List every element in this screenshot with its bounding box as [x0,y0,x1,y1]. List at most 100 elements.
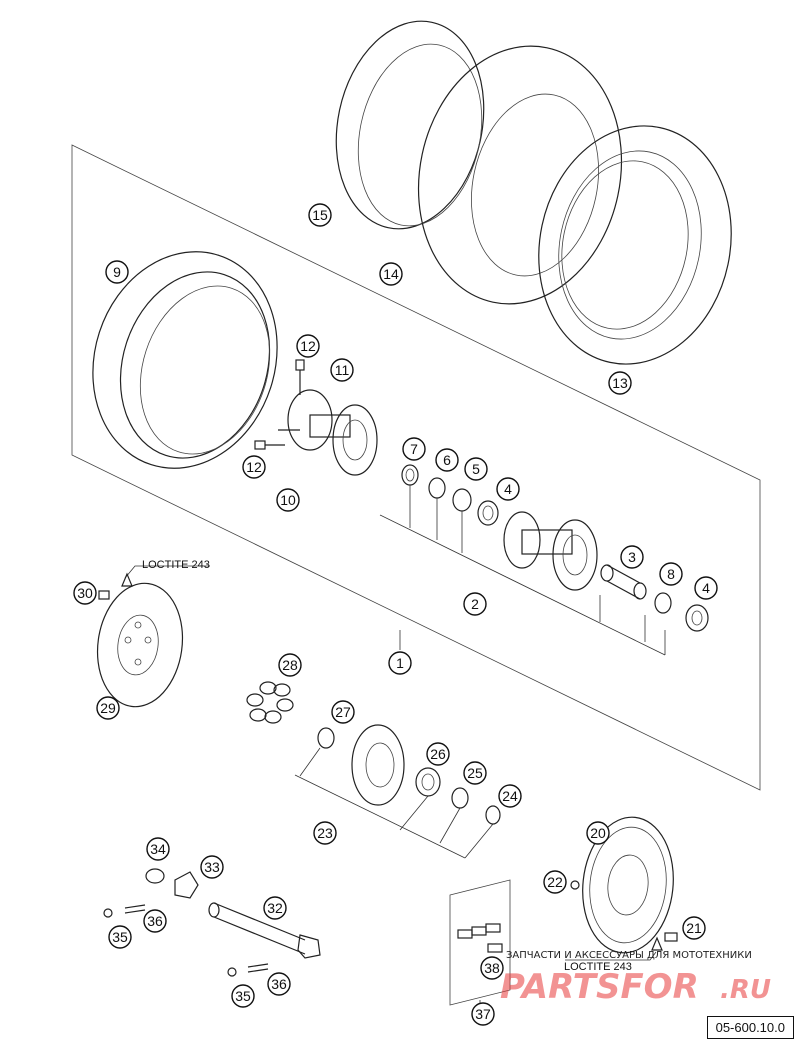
callout-circle [330,358,354,382]
callout-circle [263,896,287,920]
callout-circle [543,870,567,894]
circlip-5 [452,488,472,512]
callout-label: 36 [147,913,163,929]
watermark-domain: .RU [720,975,771,1005]
chain-frame [449,879,511,1006]
bearing-26 [415,767,441,797]
sprocket-20 [582,816,674,954]
leader-25 [439,807,461,844]
callout-circle [143,909,167,933]
callout-6: 6 [435,448,459,472]
callout-22: 22 [543,870,567,894]
callout-circle [313,821,337,845]
callout-33: 33 [200,855,224,879]
callout-15: 15 [308,203,332,227]
callout-label: 6 [443,452,451,468]
watermark-tagline: ЗАПЧАСТИ И АКСЕССУАРЫ ДЛЯ МОТОТЕХНИКИ [506,950,752,961]
callout-label: 3 [628,549,636,565]
callout-label: 29 [100,700,116,716]
callout-label: 38 [484,960,500,976]
callout-12a: 12 [296,334,320,358]
callout-circle [682,916,706,940]
callout-29: 29 [96,696,120,720]
callout-27: 27 [331,700,355,724]
callout-circle [659,562,683,586]
callout-circle [105,260,129,284]
callout-label: 27 [335,704,351,720]
leader-27 [299,747,321,777]
callout-circle [267,972,291,996]
callout-circle [480,956,504,980]
callout-label: 12 [246,459,262,475]
bolt-21 [664,932,678,942]
callout-label: 35 [235,988,251,1004]
callout-circle [278,653,302,677]
callout-8: 8 [659,562,683,586]
callout-label: 24 [502,788,518,804]
callout-32: 32 [263,896,287,920]
callout-label: 28 [282,657,298,673]
callout-38: 38 [480,956,504,980]
leader-hub-group [379,514,666,656]
callout-circle [426,742,450,766]
nut-34 [145,868,165,884]
callout-circle [435,448,459,472]
callout-circle [694,576,718,600]
spacer-6 [428,477,446,499]
callout-3: 3 [620,545,644,569]
leader-26 [399,795,429,831]
callout-circle [498,784,522,808]
screw-36b [247,963,269,973]
nut-35b [227,967,237,977]
callout-circle [296,334,320,358]
spacer-24 [485,805,501,825]
callout-13: 13 [608,371,632,395]
callout-circle [308,203,332,227]
callout-layer: 1234456789101112121314152021222324252627… [73,203,718,1026]
callout-label: 26 [430,746,446,762]
nut-35a [103,908,113,918]
callout-circle [463,592,487,616]
callout-circle [379,262,403,286]
callout-2: 2 [463,592,487,616]
bearing-4a [477,500,499,526]
leader-carrier-group [294,774,466,859]
callout-7: 7 [402,437,426,461]
callout-circle [586,821,610,845]
callout-label: 10 [280,492,296,508]
callout-label: 12 [300,338,316,354]
callout-4b: 4 [694,576,718,600]
callout-35b: 35 [231,984,255,1008]
callout-circle [463,761,487,785]
callout-11: 11 [330,358,354,382]
callout-28: 28 [278,653,302,677]
callout-label: 4 [504,481,512,497]
callout-4a: 4 [496,477,520,501]
callout-circle [108,925,132,949]
adjuster-33 [174,871,199,899]
document-number: 05-600.10.0 [706,1016,794,1039]
callout-label: 33 [204,859,220,875]
callout-9: 9 [105,260,129,284]
assembly-frame [71,144,761,791]
callout-35a: 35 [108,925,132,949]
watermark-brand: PARTSFOR [500,967,699,1007]
bearing-7 [401,464,419,486]
callout-label: 2 [471,596,479,612]
axle-32 [208,902,321,959]
leader-loctite-sprocket [565,951,657,961]
callout-label: 13 [612,375,628,391]
callout-circle [388,651,412,675]
callout-label: 22 [547,874,563,890]
callout-circle [276,488,300,512]
callout-label: 21 [686,920,702,936]
spacer-tube-3 [600,564,647,600]
callout-circle [146,837,170,861]
rim-9 [92,251,278,469]
callout-23: 23 [313,821,337,845]
callout-circle [96,696,120,720]
callout-12b: 12 [242,455,266,479]
callout-circle [496,477,520,501]
callout-label: 25 [467,765,483,781]
callout-36a: 36 [143,909,167,933]
